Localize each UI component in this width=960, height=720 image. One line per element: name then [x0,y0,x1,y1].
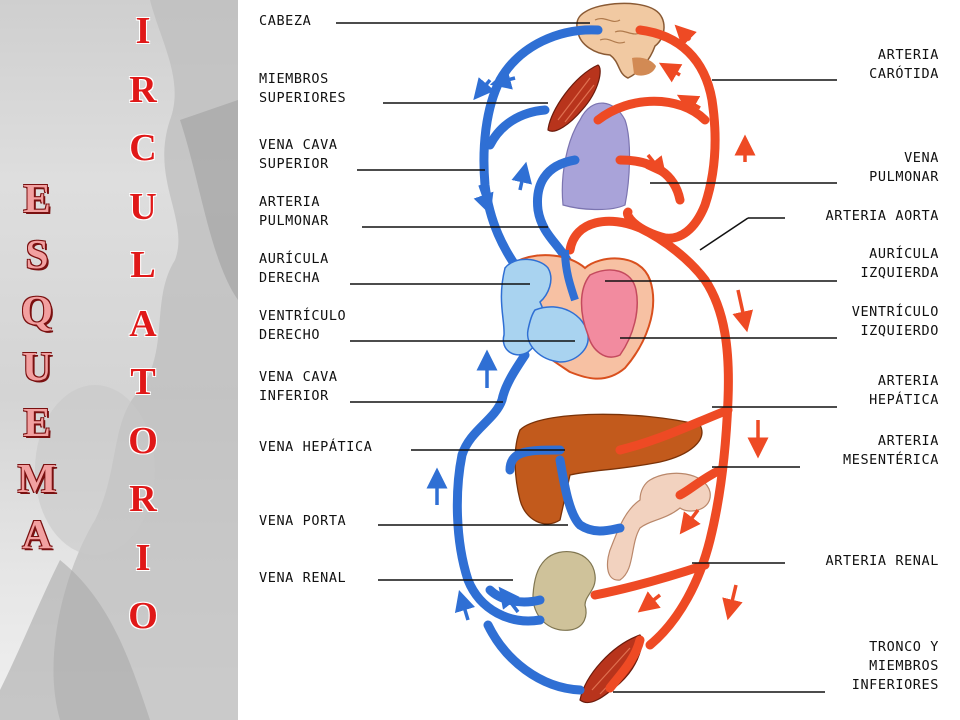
label-vena-hepatica: VENA HEPÁTICA [259,439,373,455]
esquema-letter: M [17,455,57,501]
label-vena-renal: VENA RENAL [259,570,347,586]
kidney-organ [532,551,596,631]
brain-organ [576,2,665,79]
circulatorio-letter: I [135,10,151,52]
label-cabeza: CABEZA [259,13,312,29]
esquema-letter: A [22,511,52,557]
venous-system [452,25,625,695]
circulatorio-letter: T [130,361,156,403]
circulatorio-letter: R [129,68,157,111]
esquema-letter: E [23,175,51,221]
circulatorio-letter: R [129,478,157,520]
label-vena-porta: VENA PORTA [259,513,347,529]
esquema-letter: U [22,343,52,389]
circulatorio-letter: U [129,185,157,228]
upper-limb-muscle [547,64,601,132]
circulatorio-letter: L [130,244,156,286]
intestine-organ [606,472,711,581]
circulatory-diagram [336,2,837,704]
label-arteria-renal: ARTERIA RENAL [825,553,939,569]
left-ventricle [580,269,638,358]
background-photo [0,0,238,720]
esquema-letter: S [25,231,49,277]
circulatorio-letter: A [129,302,157,345]
circulatorio-letter: O [128,595,158,637]
flow-arrows [426,24,769,621]
leader-lines [336,22,837,693]
circulatorio-letter: O [128,419,158,462]
circulatorio-letter: C [129,127,157,169]
circulatorio-letter: I [135,536,151,579]
esquema-letter: Q [21,287,53,333]
esquema-letter: E [23,399,51,445]
right-ventricle [526,306,589,363]
label-arteria-aorta: ARTERIA AORTA [825,208,939,224]
